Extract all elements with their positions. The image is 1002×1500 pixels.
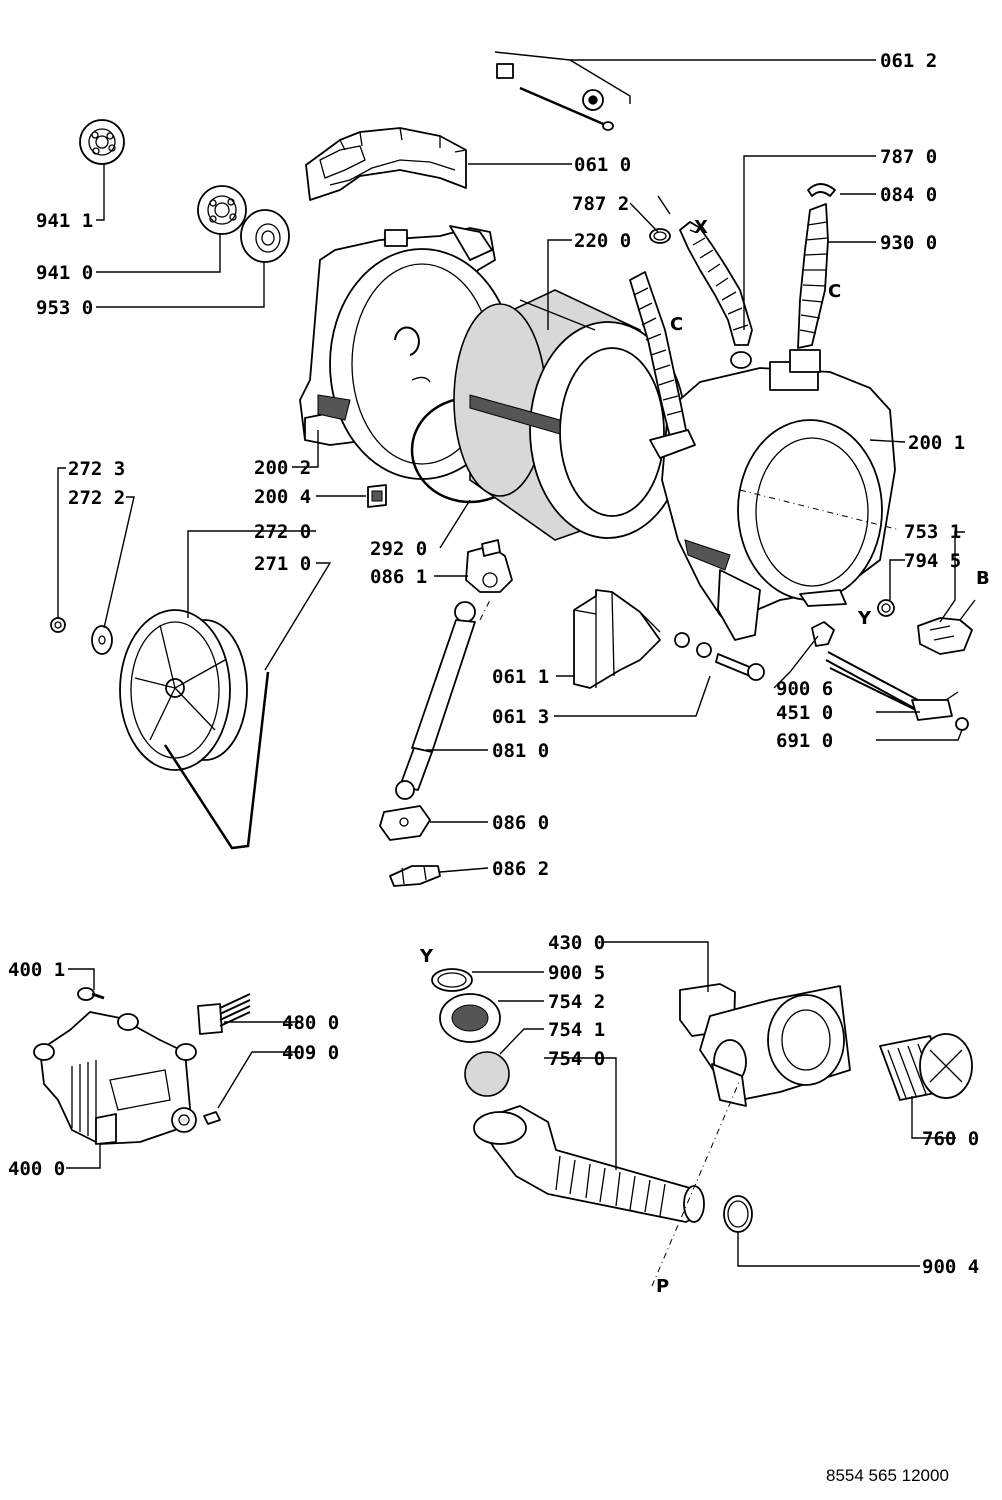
part-787-2-clamp (649, 228, 671, 244)
leader-lines (57, 51, 965, 1267)
part-061-0-counterweight (305, 127, 467, 201)
part-691-0-nut (955, 717, 969, 731)
callout-900-5: 900 5 (548, 962, 605, 984)
part-430-0-pump (679, 983, 851, 1107)
callout-941-0: 941 0 (36, 262, 93, 284)
callout-760-0: 760 0 (922, 1128, 979, 1150)
callout-200-1: 200 1 (908, 432, 965, 454)
callout-200-2: 200 2 (254, 457, 311, 479)
part-760-0-filter (879, 1033, 973, 1101)
part-272-2-washer (91, 625, 113, 655)
document-number: 8554 565 12000 (826, 1466, 949, 1485)
part-086-1-bracket (465, 539, 513, 593)
parts-drawings (33, 63, 976, 1233)
part-086-2-mount (389, 865, 441, 887)
marker-c-right: C (828, 281, 841, 302)
marker-y-top: Y (857, 608, 872, 629)
part-061-2-fixing-kit (496, 63, 614, 131)
marker-x: X (694, 217, 708, 238)
callout-941-1: 941 1 (36, 210, 93, 232)
part-754-2-sleeve (439, 993, 501, 1043)
callout-086-0: 086 0 (492, 812, 549, 834)
part-409-0-contact (203, 1111, 221, 1125)
callout-292-0: 292 0 (370, 538, 427, 560)
callout-220-0: 220 0 (574, 230, 631, 252)
marker-p: P (656, 1276, 669, 1297)
callout-787-2: 787 2 (572, 193, 629, 215)
callout-081-0: 081 0 (492, 740, 549, 762)
callout-400-0: 400 0 (8, 1158, 65, 1180)
part-754-0-sump-hose (473, 1105, 705, 1223)
part-hose-c-left (629, 271, 696, 459)
callout-272-0: 272 0 (254, 521, 311, 543)
part-200-4-clip (367, 484, 387, 508)
callout-754-2: 754 2 (548, 991, 605, 1013)
callout-272-2: 272 2 (68, 487, 125, 509)
callout-430-0: 430 0 (548, 932, 605, 954)
callout-061-2: 061 2 (880, 50, 937, 72)
callout-754-1: 754 1 (548, 1019, 605, 1041)
part-900-6-gasket (811, 621, 835, 647)
part-953-0-seal (240, 209, 290, 263)
callout-900-6: 900 6 (776, 678, 833, 700)
part-794-5-plug (877, 599, 895, 617)
part-900-5-ring (431, 968, 473, 992)
part-941-1-bearing (79, 119, 125, 165)
part-220-0-drum (453, 289, 687, 541)
marker-c-left: C (670, 314, 683, 335)
part-bellows-hose-x (679, 221, 753, 369)
callout-691-0: 691 0 (776, 730, 833, 752)
callout-409-0: 409 0 (282, 1042, 339, 1064)
callout-900-4: 900 4 (922, 1256, 979, 1278)
part-900-4-clamp (723, 1195, 753, 1233)
callout-061-3: 061 3 (492, 706, 549, 728)
part-086-0-mount (379, 805, 431, 841)
callout-271-0: 271 0 (254, 553, 311, 575)
callout-480-0: 480 0 (282, 1012, 339, 1034)
callout-794-5: 794 5 (904, 550, 961, 572)
marker-y-bottom: Y (419, 946, 434, 967)
part-081-0-damper (395, 601, 476, 800)
part-400-0-motor (33, 1011, 197, 1145)
callout-084-0: 084 0 (880, 184, 937, 206)
part-271-0-belt (163, 671, 270, 850)
callout-787-0: 787 0 (880, 146, 937, 168)
part-084-0-clip (807, 183, 836, 197)
letter-markers: X C C Y B Y P (419, 217, 990, 1297)
callout-953-0: 953 0 (36, 297, 93, 319)
callout-930-0: 930 0 (880, 232, 937, 254)
part-272-3-nut (50, 617, 66, 633)
part-200-2-rear-tub (299, 225, 515, 480)
callout-754-0: 754 0 (548, 1048, 605, 1070)
callout-086-1: 086 1 (370, 566, 427, 588)
callout-753-1: 753 1 (904, 521, 961, 543)
part-200-1-front-tub (661, 361, 896, 641)
part-061-3-bolt-kit (674, 632, 765, 681)
callout-400-1: 400 1 (8, 959, 65, 981)
part-754-1-ball (464, 1051, 510, 1097)
part-480-0-connector (197, 993, 251, 1035)
callout-061-0: 061 0 (574, 154, 631, 176)
part-930-0-hose (789, 203, 829, 373)
callout-451-0: 451 0 (776, 702, 833, 724)
part-400-1-screw (77, 987, 105, 1001)
callout-labels: 061 2 061 0 787 0 787 2 084 0 220 0 930 … (8, 50, 979, 1278)
callout-200-4: 200 4 (254, 486, 311, 508)
marker-b: B (976, 568, 990, 589)
axis-lines (479, 489, 901, 1287)
part-753-1-sensor (917, 599, 976, 655)
part-272-0-pulley (119, 609, 248, 771)
part-451-0-heater (825, 651, 959, 721)
callout-272-3: 272 3 (68, 458, 125, 480)
part-061-1-counterweight (573, 589, 661, 689)
callout-086-2: 086 2 (492, 858, 549, 880)
part-941-0-bearing (197, 185, 247, 235)
callout-061-1: 061 1 (492, 666, 549, 688)
